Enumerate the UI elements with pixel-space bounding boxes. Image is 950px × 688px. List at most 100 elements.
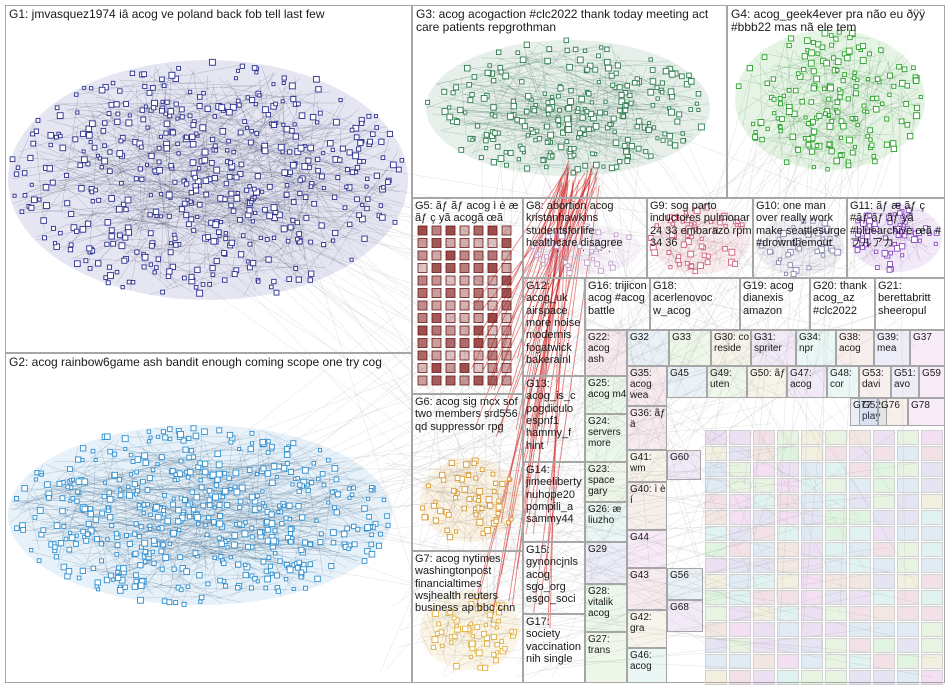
group-label-g78: G78 bbox=[911, 400, 945, 426]
small-group-cell bbox=[897, 590, 919, 605]
group-box-g2 bbox=[5, 353, 412, 683]
group-box-g45: G45 bbox=[667, 366, 707, 398]
small-group-cell bbox=[777, 574, 799, 589]
group-label-g44: G44 bbox=[630, 532, 667, 568]
small-group-cell bbox=[921, 446, 943, 461]
small-group-cell bbox=[921, 670, 943, 685]
small-group-cell bbox=[705, 494, 727, 509]
small-group-cell bbox=[897, 478, 919, 493]
group-box-g35: G35: acog wea bbox=[627, 366, 667, 406]
small-group-cell bbox=[921, 558, 943, 573]
small-group-cell bbox=[873, 590, 895, 605]
small-group-cell bbox=[777, 494, 799, 509]
small-group-cell bbox=[705, 446, 727, 461]
group-label-g34: G34: npr bbox=[799, 332, 836, 366]
group-box-g40: G40: ì è í bbox=[627, 482, 667, 530]
small-group-cell bbox=[777, 654, 799, 669]
small-group-cell bbox=[897, 430, 919, 445]
small-group-cell bbox=[729, 590, 751, 605]
group-label-g6: G6: acog sig mcx sof two members srd556 … bbox=[415, 396, 521, 448]
small-group-cell bbox=[729, 526, 751, 541]
group-label-g14: G14: jimeeliberty nuhope20 pompili_a sam… bbox=[526, 464, 584, 540]
group-label-g77: G77 bbox=[853, 400, 878, 426]
group-label-g25: G25: acog m4 bbox=[588, 378, 627, 414]
small-group-cell bbox=[729, 638, 751, 653]
small-group-cell bbox=[801, 510, 823, 525]
group-box-g38: G38: acog bbox=[836, 330, 874, 366]
small-group-cell bbox=[729, 542, 751, 557]
group-box-g30: G30: co reside bbox=[711, 330, 751, 366]
group-label-g51: G51: avo bbox=[894, 368, 919, 398]
group-label-g37: G37 bbox=[913, 332, 945, 366]
small-group-cell bbox=[825, 542, 847, 557]
small-group-cell bbox=[801, 558, 823, 573]
small-group-cell bbox=[777, 622, 799, 637]
small-group-cell bbox=[753, 446, 775, 461]
group-box-g1 bbox=[5, 5, 412, 353]
small-group-cell bbox=[729, 670, 751, 685]
small-group-cell bbox=[753, 510, 775, 525]
group-label-g38: G38: acog bbox=[839, 332, 874, 366]
group-box-g26: G26: æ liuzho bbox=[585, 502, 627, 542]
small-group-cell bbox=[777, 542, 799, 557]
small-group-cell bbox=[777, 638, 799, 653]
small-group-cell bbox=[921, 590, 943, 605]
group-label-g21: G21: berettabritt sheeropul bbox=[878, 280, 944, 320]
group-label-g2: G2: acog rainbow6game ash bandit enough … bbox=[9, 356, 409, 372]
small-group-cell bbox=[753, 606, 775, 621]
small-group-cell bbox=[897, 542, 919, 557]
small-group-cell bbox=[801, 654, 823, 669]
group-label-g47: G47: acog bbox=[790, 368, 827, 398]
group-box-g68: G68 bbox=[667, 600, 703, 632]
group-label-g59: G59 bbox=[922, 368, 945, 398]
small-group-cell bbox=[921, 462, 943, 477]
small-group-cell bbox=[825, 510, 847, 525]
group-label-g53: G53: davi bbox=[862, 368, 891, 398]
small-group-cell bbox=[705, 526, 727, 541]
small-group-cell bbox=[777, 478, 799, 493]
small-group-cell bbox=[849, 462, 871, 477]
small-group-cell bbox=[705, 654, 727, 669]
small-group-cell bbox=[849, 478, 871, 493]
small-group-cell bbox=[921, 606, 943, 621]
small-group-cell bbox=[777, 558, 799, 573]
group-label-g49: G49: uten bbox=[710, 368, 747, 398]
group-box-g50: G50: ãƒ bbox=[747, 366, 787, 398]
group-label-g9: G9: sog parto inductores pulmonar 24 33 … bbox=[650, 200, 752, 266]
small-group-cell bbox=[705, 590, 727, 605]
group-label-g12: G12: acog_uk airspace more noise moderni… bbox=[526, 280, 584, 370]
group-label-g24: G24: servers more bbox=[588, 416, 627, 462]
small-group-cell bbox=[705, 670, 727, 685]
small-group-cell bbox=[801, 606, 823, 621]
small-group-cell bbox=[705, 542, 727, 557]
small-group-cell bbox=[921, 622, 943, 637]
group-label-g56: G56 bbox=[670, 570, 703, 600]
small-group-cell bbox=[801, 622, 823, 637]
small-group-cell bbox=[705, 462, 727, 477]
small-group-cell bbox=[801, 638, 823, 653]
group-box-g42: G42: gra bbox=[627, 610, 667, 648]
small-group-cell bbox=[849, 446, 871, 461]
group-label-g68: G68 bbox=[670, 602, 703, 632]
small-group-cell bbox=[921, 494, 943, 509]
small-group-cell bbox=[897, 670, 919, 685]
group-label-g35: G35: acog wea bbox=[630, 368, 667, 406]
small-group-cell bbox=[921, 654, 943, 669]
small-group-cell bbox=[705, 606, 727, 621]
group-label-g19: G19: acog dianexis amazon bbox=[743, 280, 809, 320]
group-label-g10: G10: one man over really work make seatt… bbox=[756, 200, 846, 266]
group-label-g1: G1: jmvasquez1974 iâ acog ve poland back… bbox=[9, 8, 409, 24]
group-label-g60: G60 bbox=[670, 452, 701, 480]
small-group-cell bbox=[849, 590, 871, 605]
small-group-cell bbox=[705, 638, 727, 653]
group-box-g22: G22: acog ash bbox=[585, 330, 627, 376]
group-label-g20: G20: thank acog_az #clc2022 bbox=[813, 280, 874, 320]
small-group-cell bbox=[873, 622, 895, 637]
small-group-cell bbox=[729, 510, 751, 525]
group-box-g34: G34: npr bbox=[796, 330, 836, 366]
group-box-g43: G43 bbox=[627, 568, 667, 610]
small-group-cell bbox=[873, 574, 895, 589]
group-box-g51: G51: avo bbox=[891, 366, 919, 398]
small-group-cell bbox=[753, 670, 775, 685]
